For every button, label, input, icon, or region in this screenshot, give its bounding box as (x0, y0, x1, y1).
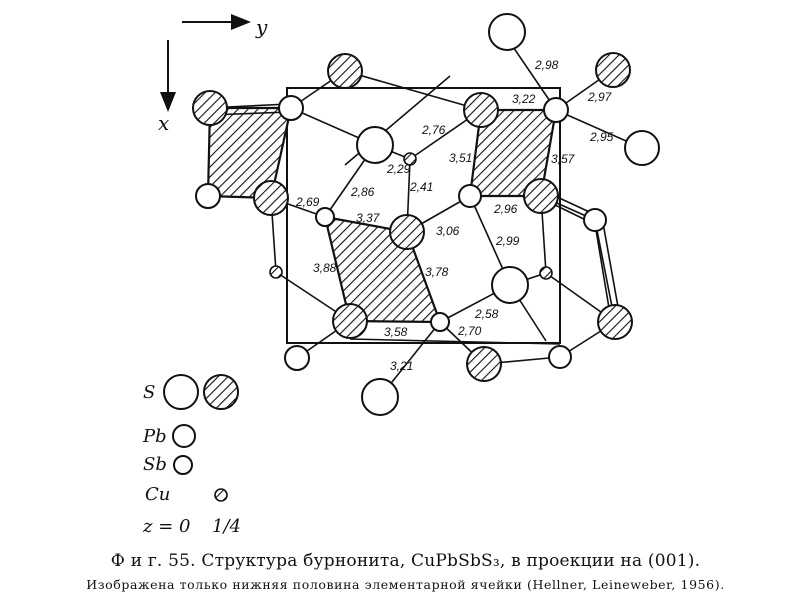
sulfur-atom (488, 13, 526, 51)
sulfur-atom (463, 92, 499, 128)
sulfur-atom (253, 180, 289, 216)
sulfur-atom (361, 378, 399, 416)
distance-label: 3,22 (512, 92, 536, 106)
figure-caption-subtitle: Изображена только нижняя половина элемен… (86, 577, 725, 592)
sulfur-atom (523, 178, 559, 214)
distance-label: 2,98 (534, 58, 559, 72)
copper-atom (269, 265, 283, 279)
lead-atom (583, 208, 607, 232)
distance-label: 3,78 (425, 265, 449, 279)
distance-label: 2,41 (409, 180, 433, 194)
y-axis-label: y (255, 15, 268, 39)
distance-labels: 2,98 3,22 2,97 2,95 3,57 3,51 2,76 2,29 … (295, 58, 614, 373)
legend-label-z0: z = 0 (142, 516, 190, 537)
legend-sulfur-z14-icon (203, 374, 239, 410)
distance-label: 2,96 (493, 202, 518, 216)
figure-caption-title: Ф и г. 55. Структура бурнонита, CuPbSbS₃… (110, 551, 701, 571)
sulfur-atom (192, 90, 228, 126)
distance-label: 3,06 (436, 224, 460, 238)
x-axis-label: x (158, 111, 169, 135)
copper-atom (403, 152, 417, 166)
distance-label: 3,88 (313, 261, 337, 275)
sulfur-atom (356, 126, 394, 164)
atoms (192, 13, 660, 416)
distance-label: 3,51 (449, 151, 472, 165)
legend-label-s: S (143, 382, 155, 403)
lead-atom (458, 184, 482, 208)
lead-atom (543, 97, 569, 123)
distance-label: 2,86 (350, 185, 375, 199)
distance-label: 2,58 (474, 307, 499, 321)
sulfur-atom (389, 214, 425, 250)
bournonite-structure-diagram: y x (142, 13, 660, 537)
lead-atom (278, 95, 304, 121)
lead-atom (284, 345, 310, 371)
sulfur-atom (597, 304, 633, 340)
sulfur-atom (491, 266, 529, 304)
legend-label-z14: 1/4 (212, 516, 241, 537)
distance-label: 3,58 (384, 325, 408, 339)
legend: S Pb Sb Cu z = 0 1/4 (142, 374, 241, 537)
distance-label: 2,69 (295, 195, 320, 209)
axes-indicator: y x (158, 14, 268, 135)
legend-copper-icon (214, 488, 228, 502)
distance-label: 2,99 (495, 234, 520, 248)
antimony-atom (315, 207, 335, 227)
distance-label: 3,57 (551, 152, 576, 166)
distance-label: 3,21 (390, 359, 413, 373)
distance-label: 2,97 (587, 90, 613, 104)
lead-atom (195, 183, 221, 209)
legend-sulfur-z0-icon (163, 374, 199, 410)
distance-label: 2,70 (457, 324, 482, 338)
distance-label: 2,95 (589, 130, 614, 144)
distance-label: 2,29 (386, 162, 411, 176)
distance-label: 2,76 (421, 123, 446, 137)
sulfur-atom (327, 53, 363, 89)
copper-atom (539, 266, 553, 280)
legend-antimony-icon (173, 455, 193, 475)
legend-label-pb: Pb (142, 426, 167, 447)
lead-atom (548, 345, 572, 369)
legend-lead-icon (172, 424, 196, 448)
sulfur-atom (466, 346, 502, 382)
antimony-atom (430, 312, 450, 332)
sulfur-atom (332, 303, 368, 339)
legend-label-sb: Sb (143, 454, 167, 475)
sulfur-atom (595, 52, 631, 88)
legend-label-cu: Cu (145, 484, 170, 505)
sulfur-atom (624, 130, 660, 166)
distance-label: 3,37 (356, 211, 381, 225)
